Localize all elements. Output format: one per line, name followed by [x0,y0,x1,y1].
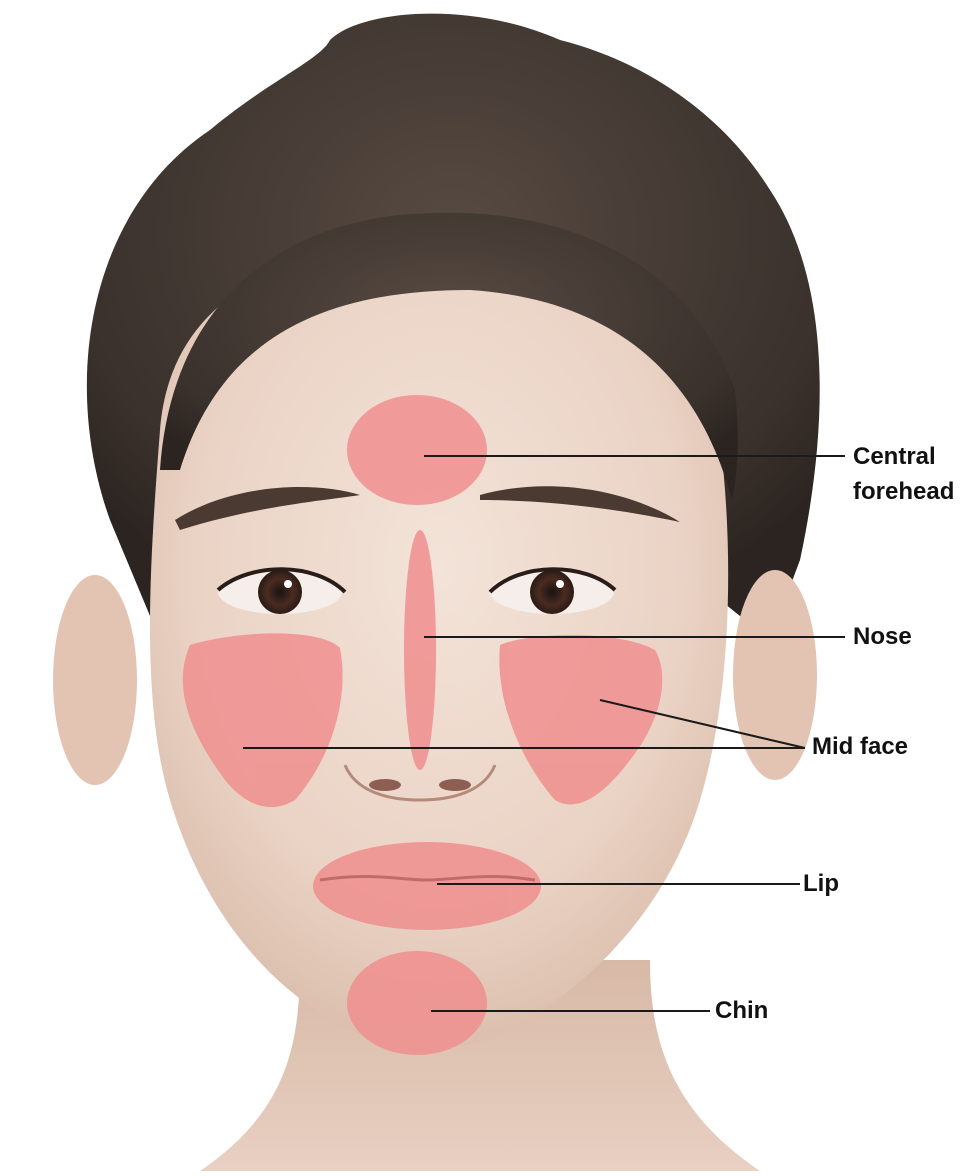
label-mid-face: Mid face [812,731,908,763]
right-iris [530,570,574,614]
left-ear [53,575,137,785]
label-chin: Chin [715,995,768,1027]
left-eye-highlight [284,580,292,588]
nose-zone [404,530,436,770]
left-nostril [369,779,401,791]
label-nose: Nose [853,621,912,653]
chin-zone [347,951,487,1055]
right-nostril [439,779,471,791]
left-iris [258,570,302,614]
lip-zone [313,842,541,930]
label-central-forehead-line2: forehead [853,476,954,508]
central-forehead-zone [347,395,487,505]
label-lip: Lip [803,868,839,900]
label-central-forehead-line1: Central [853,441,936,473]
right-eye-highlight [556,580,564,588]
